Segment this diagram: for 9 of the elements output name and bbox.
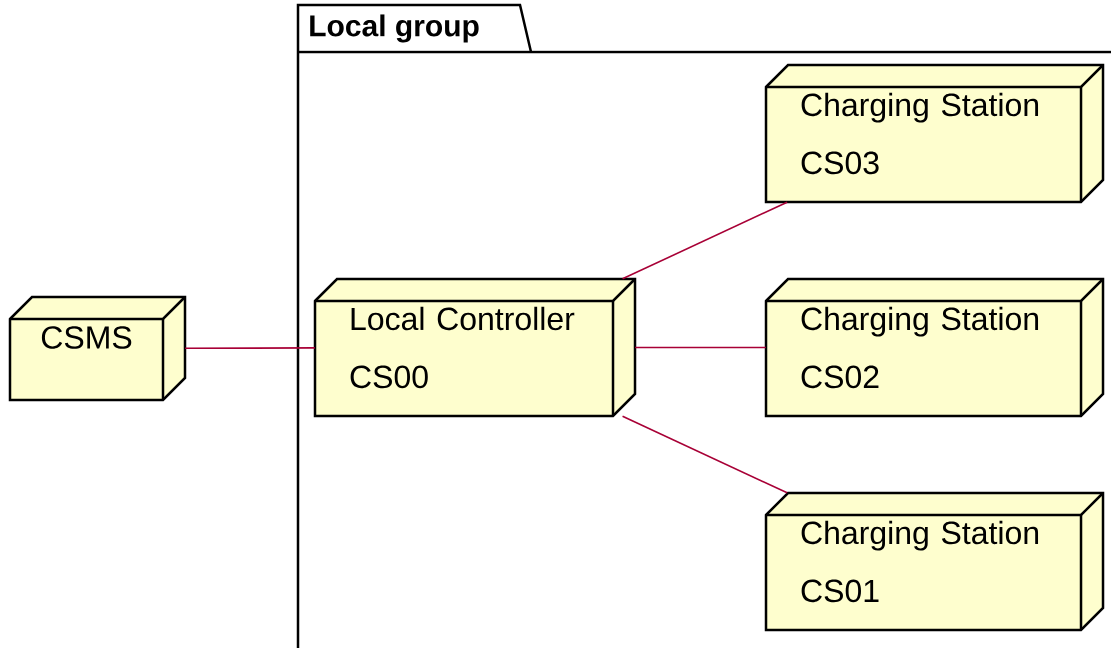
connector-line (634, 346, 767, 349)
connector-line (621, 201, 788, 280)
connector-line (184, 347, 316, 350)
node-box: Charging Station CS03 (764, 63, 1105, 204)
node-box: CSMS (8, 295, 187, 402)
node-box: Local Controller CS00 (313, 277, 637, 418)
connector-line (621, 415, 788, 494)
node-box: Charging Station CS01 (764, 491, 1105, 632)
node-box: Charging Station CS02 (764, 277, 1105, 418)
